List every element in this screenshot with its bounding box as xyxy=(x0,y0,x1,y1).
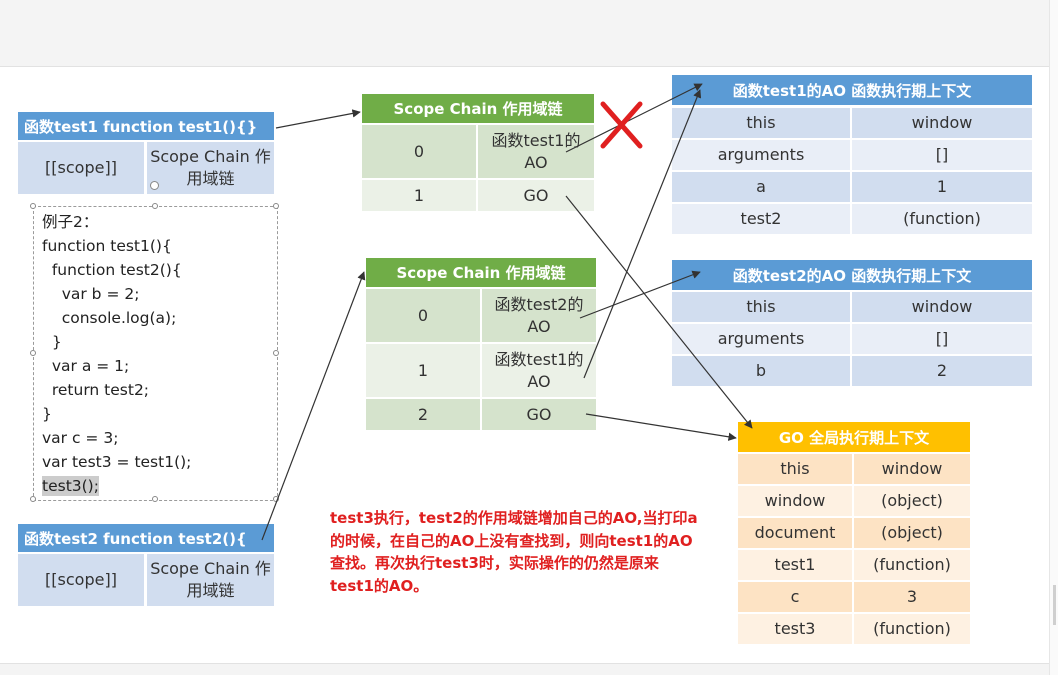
test1-scope-value: Scope Chain 作用域链 xyxy=(147,142,274,194)
code-sample-box: 例子2： function test1(){ function test2(){… xyxy=(30,203,279,502)
code-line: } xyxy=(42,333,62,351)
test1-scope-label: [[scope]] xyxy=(18,142,144,194)
ao-test2-key: arguments xyxy=(672,324,850,354)
go-key: test1 xyxy=(738,550,852,580)
ao-test2-key: this xyxy=(672,292,850,322)
scope-chain-2-index: 0 xyxy=(366,289,480,342)
code-line: return test2; xyxy=(42,381,150,399)
scope-chain-2-value: 函数test2的AO xyxy=(482,289,596,342)
ao-test2-value: window xyxy=(852,292,1032,322)
rotate-handle[interactable] xyxy=(150,181,159,190)
code-line: function test1(){ xyxy=(42,237,172,255)
code-line: 例子2： xyxy=(42,213,99,231)
ao-test2-header: 函数test2的AO 函数执行期上下文 xyxy=(672,260,1032,290)
scope-chain-2-index: 1 xyxy=(366,344,480,397)
code-line: var c = 3; xyxy=(42,429,119,447)
code-line: console.log(a); xyxy=(42,309,177,327)
ao-test1-value: window xyxy=(852,108,1032,138)
scope-chain-1-header: Scope Chain 作用域链 xyxy=(362,94,594,123)
resize-handle[interactable] xyxy=(152,203,158,209)
test2-scope-value: Scope Chain 作用域链 xyxy=(147,554,274,606)
code-line: } xyxy=(42,405,52,423)
resize-handle[interactable] xyxy=(30,350,36,356)
scope-chain-2-index: 2 xyxy=(366,399,480,430)
ao-test1-value: [] xyxy=(852,140,1032,170)
test1-function-header: 函数test1 function test1(){} xyxy=(18,112,274,140)
go-key: this xyxy=(738,454,852,484)
go-key: test3 xyxy=(738,614,852,644)
go-value: 3 xyxy=(854,582,970,612)
go-key: c xyxy=(738,582,852,612)
ao-test1-key: arguments xyxy=(672,140,850,170)
go-header: GO 全局执行期上下文 xyxy=(738,422,970,452)
resize-handle[interactable] xyxy=(152,496,158,502)
resize-handle[interactable] xyxy=(30,496,36,502)
explanation-note: test3执行，test2的作用域链增加自己的AO,当打印a的时候，在自己的AO… xyxy=(330,509,698,595)
code-line: var test3 = test1(); xyxy=(42,453,192,471)
scope-chain-1-value: GO xyxy=(478,180,594,211)
scope-chain-1-value: 函数test1的AO xyxy=(478,125,594,178)
code-line: var a = 1; xyxy=(42,357,130,375)
scope-chain-2-header: Scope Chain 作用域链 xyxy=(366,258,596,287)
ao-test2-value: 2 xyxy=(852,356,1032,386)
code-line-highlighted: test3(); xyxy=(42,476,99,496)
ao-test1-value: (function) xyxy=(852,204,1032,234)
scope-chain-2-value: GO xyxy=(482,399,596,430)
ao-test1-key: this xyxy=(672,108,850,138)
go-value: (object) xyxy=(854,486,970,516)
ao-test2-value: [] xyxy=(852,324,1032,354)
scrollbar-thumb[interactable] xyxy=(1053,585,1056,625)
vertical-scrollbar[interactable] xyxy=(1049,0,1058,675)
test2-scope-label: [[scope]] xyxy=(18,554,144,606)
scope-chain-1-index: 0 xyxy=(362,125,476,178)
scope-chain-1-index: 1 xyxy=(362,180,476,211)
ao-test1-header: 函数test1的AO 函数执行期上下文 xyxy=(672,75,1032,105)
code-line: var b = 2; xyxy=(42,285,140,303)
ao-test1-key: test2 xyxy=(672,204,850,234)
resize-handle[interactable] xyxy=(273,203,279,209)
ao-test1-value: 1 xyxy=(852,172,1032,202)
ao-test2-key: b xyxy=(672,356,850,386)
resize-handle[interactable] xyxy=(273,496,279,502)
code-line: function test2(){ xyxy=(42,261,182,279)
resize-handle[interactable] xyxy=(273,350,279,356)
ao-test1-key: a xyxy=(672,172,850,202)
go-value: (function) xyxy=(854,614,970,644)
resize-handle[interactable] xyxy=(30,203,36,209)
go-key: window xyxy=(738,486,852,516)
go-key: document xyxy=(738,518,852,548)
go-value: (function) xyxy=(854,550,970,580)
scope-chain-2-value: 函数test1的AO xyxy=(482,344,596,397)
test2-function-header: 函数test2 function test2(){ xyxy=(18,524,274,552)
go-value: window xyxy=(854,454,970,484)
go-value: (object) xyxy=(854,518,970,548)
